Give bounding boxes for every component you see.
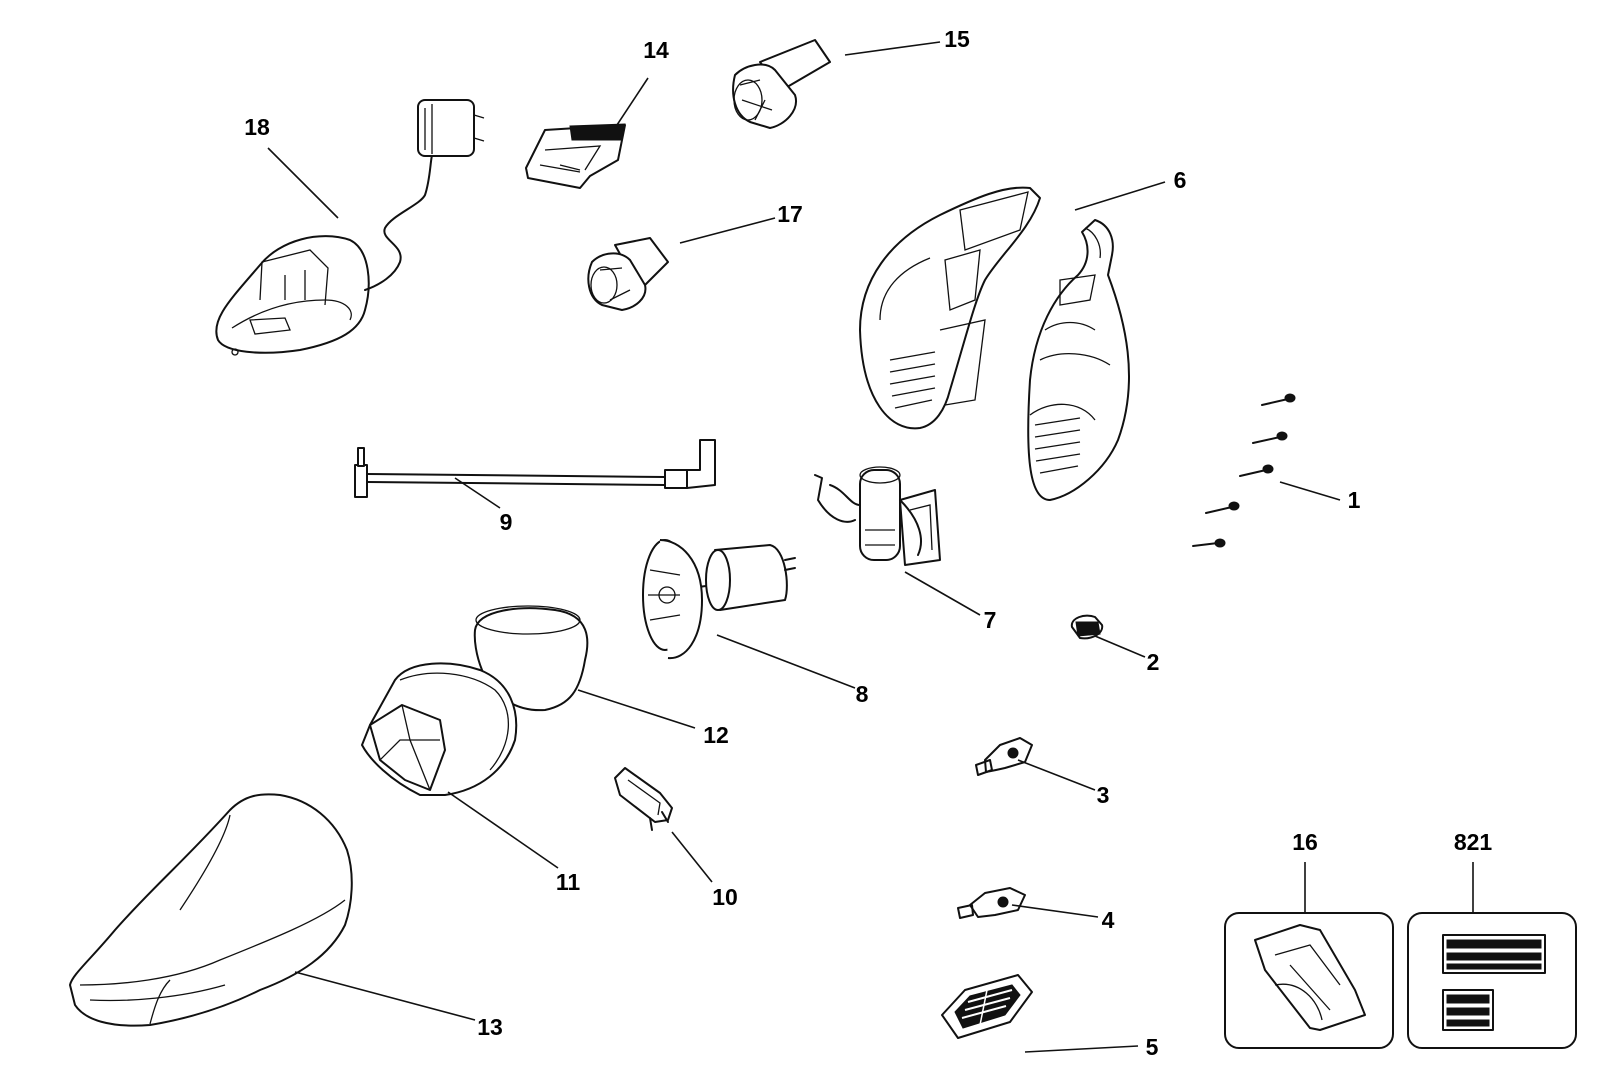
callout-14: 14 bbox=[643, 37, 669, 63]
callout-3: 3 bbox=[1097, 782, 1110, 808]
leader-9 bbox=[454, 477, 501, 509]
leader-13 bbox=[294, 971, 476, 1021]
callout-12: 12 bbox=[703, 722, 729, 748]
callout-18: 18 bbox=[244, 114, 270, 140]
leader-5 bbox=[1024, 1045, 1139, 1053]
part-14-brush-tool bbox=[525, 123, 626, 189]
callout-13: 13 bbox=[477, 1014, 503, 1040]
leader-lines bbox=[267, 41, 1474, 1053]
callout-17: 17 bbox=[777, 201, 803, 227]
part-17-battery bbox=[587, 237, 669, 311]
part-6-housing bbox=[859, 186, 1131, 501]
part-18-charging-base bbox=[215, 99, 485, 356]
part-8-motor bbox=[642, 539, 796, 660]
callout-9: 9 bbox=[500, 509, 513, 535]
callout-2: 2 bbox=[1147, 649, 1160, 675]
callout-7: 7 bbox=[984, 607, 997, 633]
callout-15: 15 bbox=[944, 26, 970, 52]
part-9-cord bbox=[354, 439, 716, 498]
leader-15 bbox=[844, 41, 941, 56]
callout-16: 16 bbox=[1292, 829, 1318, 855]
part-7-terminal-assembly bbox=[814, 466, 941, 566]
part-10-latch bbox=[614, 767, 673, 831]
part-15-battery bbox=[732, 39, 831, 129]
leader-14 bbox=[614, 77, 649, 129]
leader-3 bbox=[1017, 759, 1096, 791]
leader-4 bbox=[1011, 904, 1099, 918]
part-4-latch bbox=[957, 887, 1026, 919]
callout-4: 4 bbox=[1102, 907, 1115, 933]
callout-labels: 1 2 3 4 5 6 7 8 9 10 11 12 13 14 15 16 1… bbox=[244, 26, 1492, 1060]
part-3-latch bbox=[975, 737, 1033, 776]
part-11-filter-cup bbox=[361, 662, 518, 796]
callout-5: 5 bbox=[1146, 1034, 1159, 1060]
part-1-screws bbox=[1192, 393, 1296, 548]
part-13-nozzle bbox=[69, 793, 353, 1027]
leader-12 bbox=[577, 689, 696, 729]
part-16-bag-box bbox=[1224, 912, 1394, 1049]
part-2-spring bbox=[1070, 614, 1104, 640]
leader-1 bbox=[1279, 481, 1341, 501]
callout-821: 821 bbox=[1454, 829, 1493, 855]
leader-11 bbox=[447, 791, 559, 869]
part-821-label-box bbox=[1407, 912, 1577, 1049]
leader-7 bbox=[904, 571, 981, 616]
part-5-grille bbox=[941, 974, 1033, 1039]
callout-10: 10 bbox=[712, 884, 738, 910]
callout-11: 11 bbox=[556, 869, 581, 895]
callout-8: 8 bbox=[856, 681, 869, 707]
leader-6 bbox=[1074, 181, 1166, 211]
leader-8 bbox=[716, 634, 856, 689]
leader-10 bbox=[671, 831, 713, 883]
leader-18 bbox=[267, 147, 339, 219]
callout-6: 6 bbox=[1174, 167, 1187, 193]
leader-17 bbox=[679, 217, 776, 244]
callout-1: 1 bbox=[1348, 487, 1361, 513]
leader-2 bbox=[1094, 635, 1146, 658]
